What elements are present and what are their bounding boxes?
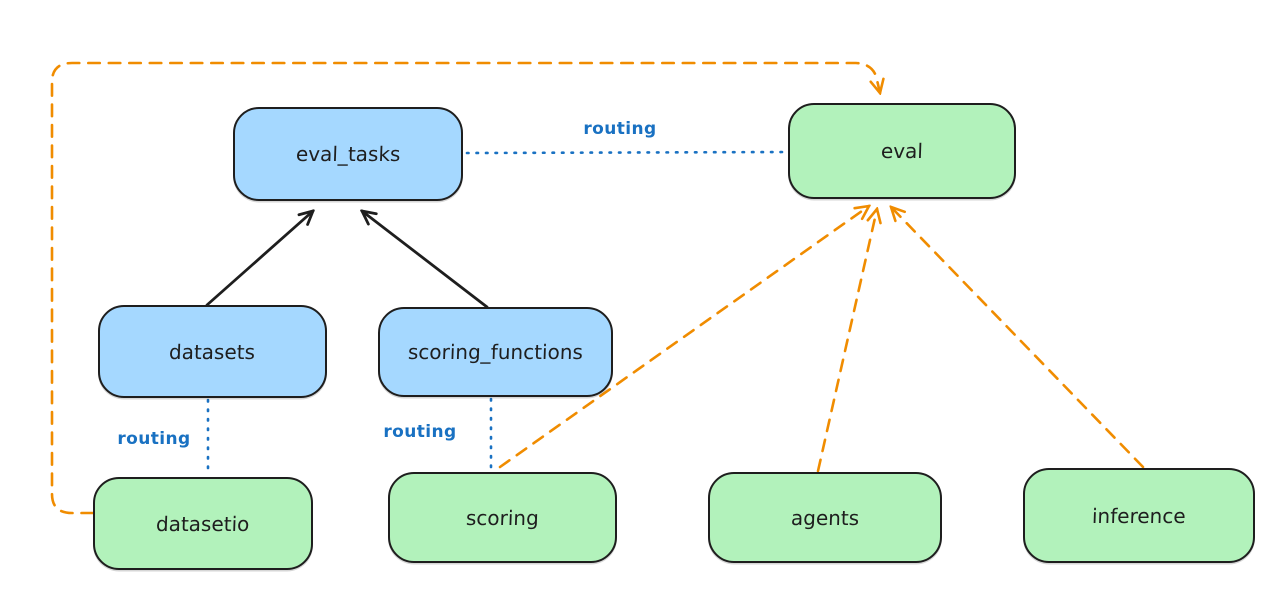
node-datasetio: datasetio: [93, 477, 313, 570]
edge-datasets-to-eval_tasks: [205, 211, 313, 307]
edge-label-routing-datasets-datasetio: routing: [117, 429, 191, 449]
node-datasets: datasets: [98, 305, 327, 398]
node-label: datasetio: [155, 511, 251, 536]
node-label: scoring: [465, 505, 540, 530]
edge-datasetio-to-eval-loop: [50, 61, 880, 515]
edge-scoring-to-eval: [498, 206, 869, 469]
edge-label-routing-scoring_functions-scoring: routing: [383, 422, 457, 442]
edge-label-routing-eval_tasks-eval: routing: [583, 119, 657, 139]
edge-eval_tasks-to-eval-routing: [465, 150, 787, 155]
node-eval: eval: [788, 103, 1016, 199]
node-label: agents: [790, 505, 860, 530]
node-scoring: scoring: [388, 472, 617, 563]
edge-paths-group: [50, 61, 1145, 515]
node-label: eval_tasks: [295, 142, 401, 166]
node-agents: agents: [708, 472, 942, 563]
node-scoring_functions: scoring_functions: [378, 307, 613, 397]
edge-scoring_functions-to-eval_tasks: [362, 211, 489, 309]
node-eval_tasks: eval_tasks: [233, 107, 463, 201]
edge-inference-to-eval: [891, 207, 1145, 469]
node-label: datasets: [169, 339, 256, 364]
edge-agents-to-eval: [816, 209, 877, 473]
node-label: eval: [880, 139, 924, 163]
node-inference: inference: [1023, 468, 1255, 563]
node-label: inference: [1091, 503, 1187, 528]
node-label: scoring_functions: [407, 340, 584, 364]
